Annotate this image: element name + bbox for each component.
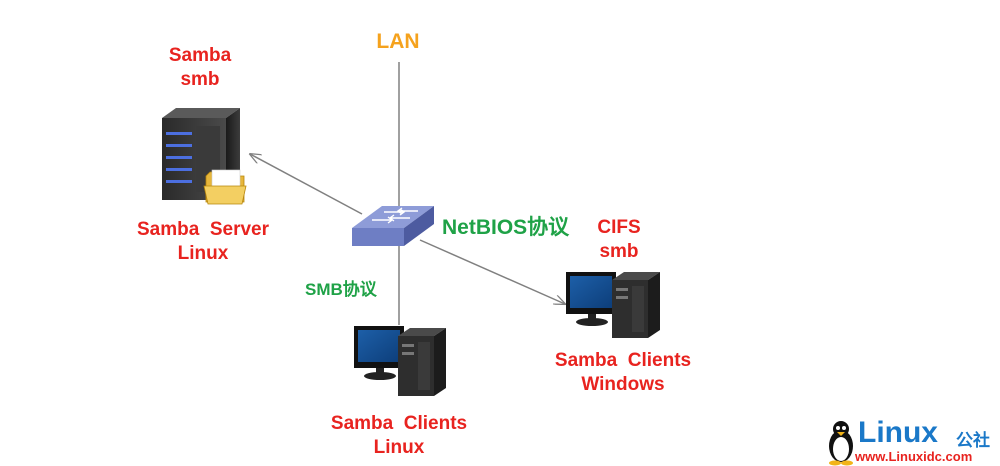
linuxidc-watermark: Linux 公社 www.Linuxidc.com bbox=[825, 416, 1000, 466]
windows-pc-icon bbox=[566, 272, 660, 338]
server-bottom-label: Samba Server Linux bbox=[136, 219, 270, 264]
folder-icon bbox=[203, 169, 247, 205]
windows-client-label: Samba Clients Windows bbox=[554, 350, 692, 395]
logo-word: Linux bbox=[858, 416, 938, 449]
windows-client-link bbox=[419, 239, 565, 304]
linux-pc-icon bbox=[354, 326, 446, 396]
logo-tagline: 公社 bbox=[956, 431, 990, 450]
logo-url: www.Linuxidc.com bbox=[855, 449, 973, 464]
lan-label: LAN bbox=[376, 30, 420, 53]
switch-icon bbox=[352, 206, 434, 246]
netbios-protocol-label: NetBIOS协议 bbox=[442, 216, 570, 239]
smb-protocol-label: SMB协议 bbox=[305, 280, 377, 299]
server-top-label: Samba smb bbox=[168, 45, 232, 90]
penguin-icon bbox=[829, 421, 853, 466]
cifs-smb-label: CIFS smb bbox=[597, 217, 641, 262]
server-link bbox=[250, 154, 363, 215]
linux-client-label: Samba Clients Linux bbox=[330, 413, 468, 458]
